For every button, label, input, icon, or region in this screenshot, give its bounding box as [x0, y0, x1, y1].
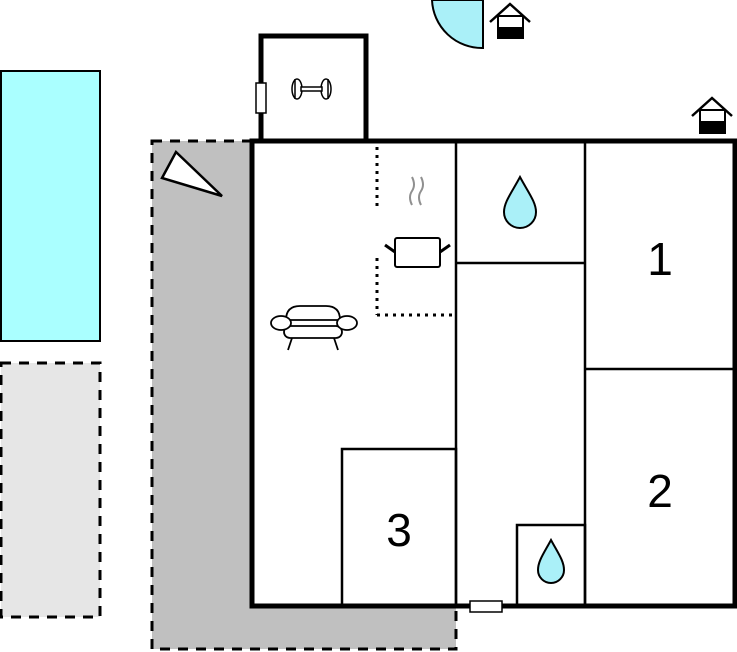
bathroom-2 — [515, 523, 587, 608]
window-fitness — [255, 82, 267, 114]
kitchen-partition — [375, 147, 456, 317]
kitchen-pot-icon — [384, 176, 451, 268]
sunbed-icon — [160, 149, 223, 198]
entrance-house-icon-2 — [691, 96, 733, 134]
room-2-label: 2 — [647, 465, 673, 517]
pool — [0, 70, 101, 342]
room-3 — [340, 447, 458, 608]
house-outline — [249, 138, 737, 609]
dumbbell-icon — [291, 78, 332, 100]
water-drop-icon-2 — [536, 537, 566, 584]
sofa-icon — [270, 305, 358, 351]
room-3-label: 3 — [386, 504, 412, 556]
water-drop-icon-1 — [502, 174, 538, 229]
parking-area — [0, 361, 102, 619]
entrance-door-icon — [430, 0, 484, 50]
entrance-house-icon-1 — [489, 2, 531, 39]
room-1-label: 1 — [647, 233, 673, 285]
window-bottom — [469, 600, 503, 613]
